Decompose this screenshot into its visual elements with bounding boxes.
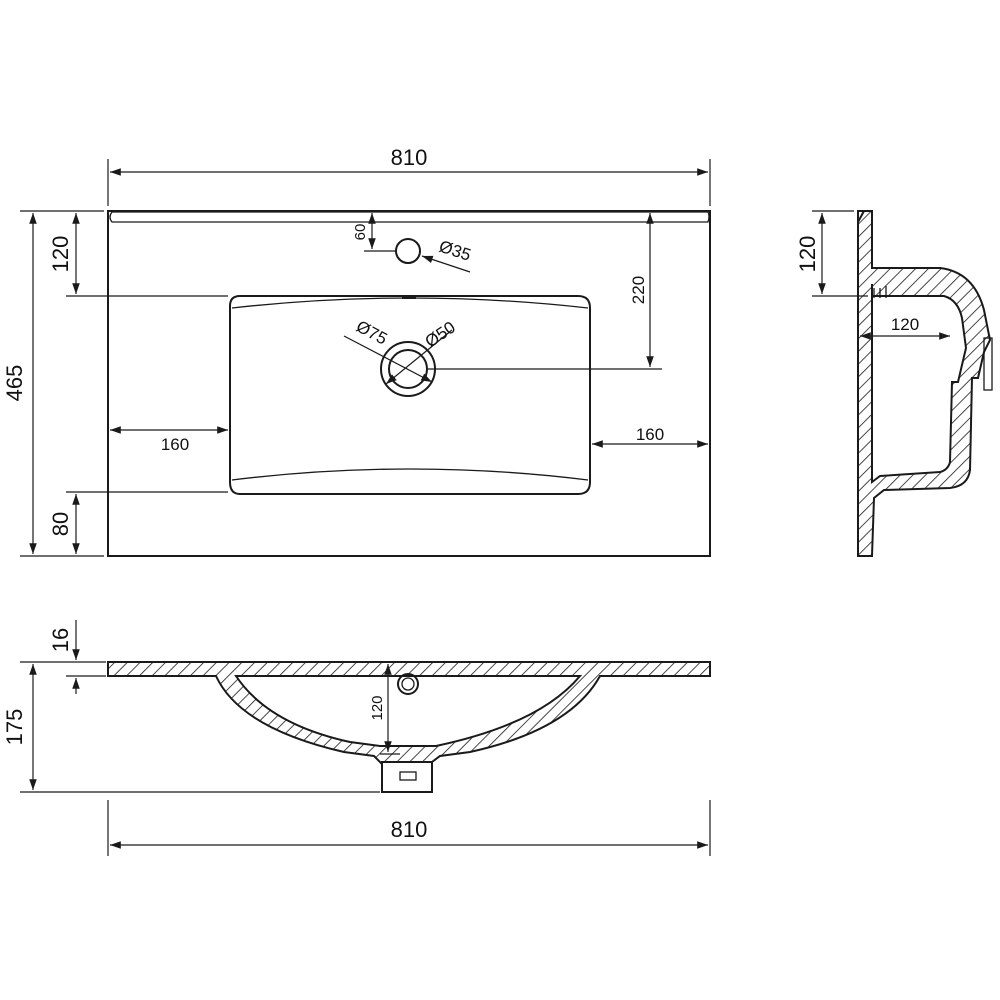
- side-back-edge: [857, 210, 865, 556]
- front-drain-body: [381, 761, 433, 793]
- top-view: 810 465 120 80 60 Ø35 220 Ø75 Ø50 160: [2, 145, 711, 557]
- front-dim-width: 810: [391, 817, 428, 842]
- back-rim: [109, 211, 710, 223]
- dim-tap-hole-diameter: Ø35: [437, 237, 473, 265]
- side-drain-fitting: [983, 337, 993, 391]
- front-dim-bowl-depth: 120: [369, 695, 386, 720]
- dim-front-margin: 80: [48, 512, 73, 536]
- bowl-outline: [229, 295, 591, 495]
- dim-tap-offset: 120: [48, 236, 73, 273]
- side-overflow: [873, 286, 887, 298]
- front-drain-slot: [399, 771, 417, 781]
- drain-inner: [388, 349, 428, 389]
- side-view: 120 120: [795, 210, 993, 557]
- dim-right-margin: 160: [636, 425, 664, 444]
- front-overflow-hole-inner: [401, 677, 415, 691]
- dim-width-top: 810: [391, 145, 428, 170]
- bowl-front-curve: [231, 468, 589, 481]
- front-dim-top-thickness: 16: [48, 628, 73, 652]
- top-view-outline: [107, 210, 711, 557]
- side-dim-bowl-offset: 120: [891, 315, 919, 334]
- dim-tap-hole-offset: 60: [352, 224, 369, 241]
- dim-left-margin: 160: [161, 435, 189, 454]
- overflow-slot: [402, 295, 416, 299]
- front-overflow-hole: [397, 673, 419, 695]
- side-dim-tap-offset: 120: [795, 236, 820, 273]
- front-dim-height: 175: [2, 709, 27, 746]
- dim-drain-inner-diameter: Ø50: [422, 318, 459, 352]
- dim-drain-offset: 220: [629, 276, 648, 304]
- dim-depth: 465: [2, 365, 27, 402]
- bowl-back-curve: [231, 297, 589, 309]
- side-section: [857, 210, 992, 557]
- front-view: 16 175 120 810: [2, 620, 711, 856]
- tap-hole: [395, 238, 421, 264]
